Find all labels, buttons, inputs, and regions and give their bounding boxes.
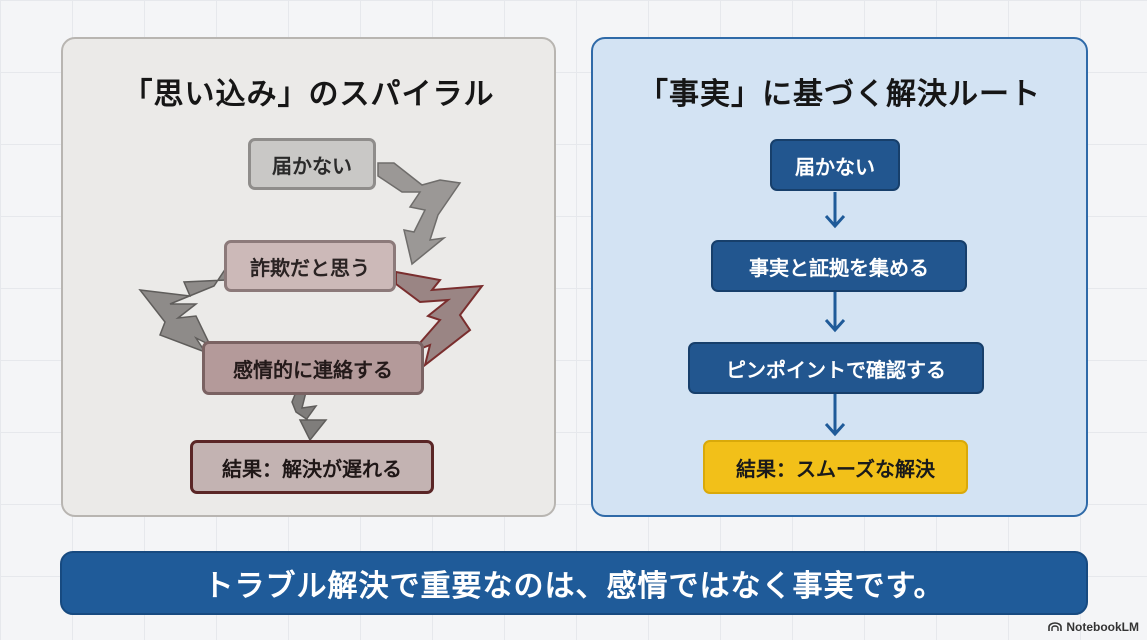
solution-step-pinpoint-check: ピンポイントで確認する	[688, 342, 984, 394]
solution-step-not-arrived: 届かない	[770, 139, 900, 191]
flow-arrow-3	[824, 394, 846, 437]
conclusion-text: トラブル解決で重要なのは、感情ではなく事実です。	[203, 569, 945, 604]
spiral-result-delay: 結果：解決が遅れる	[190, 440, 434, 494]
watermark-text: NotebookLM	[1066, 620, 1139, 634]
spiral-step-suspect-fraud: 詐欺だと思う	[224, 240, 396, 292]
solution-result-smooth: 結果：スムーズな解決	[703, 440, 968, 494]
conclusion-banner: トラブル解決で重要なのは、感情ではなく事実です。	[60, 551, 1088, 615]
solution-step-gather-evidence: 事実と証拠を集める	[711, 240, 967, 292]
zigzag-arrow-3-red	[395, 270, 485, 368]
flow-arrow-1	[824, 192, 846, 229]
flow-arrow-2	[824, 292, 846, 333]
zigzag-arrow-4	[291, 391, 328, 442]
zigzag-arrow-1	[377, 162, 462, 266]
notebooklm-watermark: NotebookLM	[1048, 620, 1139, 634]
spiral-step-not-arrived: 届かない	[248, 138, 376, 190]
zigzag-arrow-2	[138, 265, 227, 354]
spiral-step-emotional-contact: 感情的に連絡する	[202, 341, 424, 395]
solution-panel-title: 「事実」に基づく解決ルート	[638, 77, 1041, 112]
notebooklm-logo-icon	[1048, 622, 1063, 631]
spiral-panel-title: 「思い込み」のスパイラル	[122, 77, 495, 112]
